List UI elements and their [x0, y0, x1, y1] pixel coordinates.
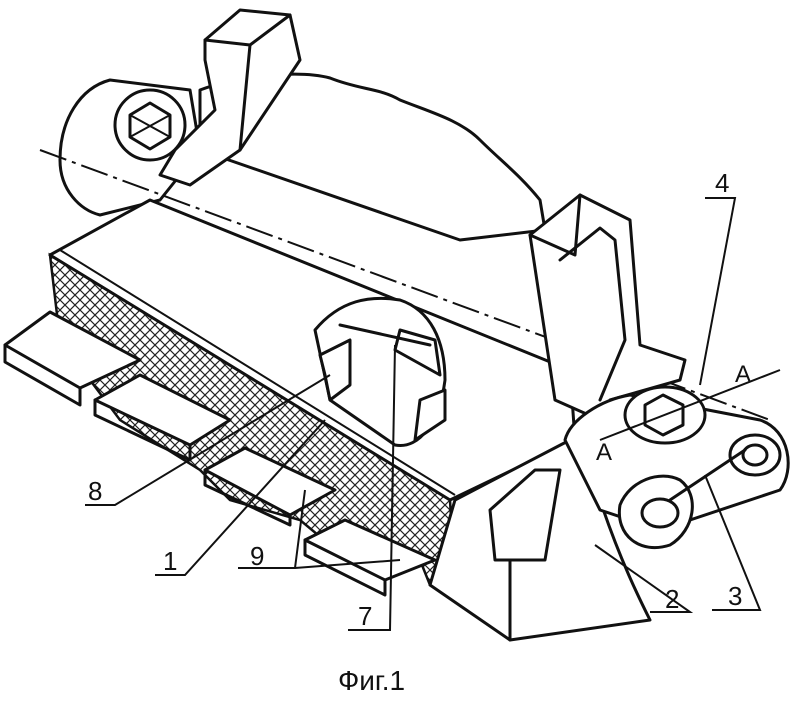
- label-9: 9: [250, 541, 264, 571]
- leader-lines: [85, 197, 762, 631]
- section-mark-left: A: [596, 439, 612, 466]
- section-mark-right: A: [735, 361, 751, 388]
- cutout-detail: [313, 296, 447, 448]
- label-4: 4: [715, 168, 729, 198]
- rear-bolt-housing: [58, 78, 202, 217]
- label-7: 7: [358, 601, 372, 631]
- label-2: 2: [665, 584, 679, 614]
- figure-caption: Фиг.1: [338, 665, 405, 696]
- front-link: [563, 369, 790, 550]
- rear-lug: [158, 8, 302, 187]
- front-lug: [528, 193, 687, 422]
- label-8: 8: [88, 476, 102, 506]
- label-1: 1: [163, 546, 177, 576]
- cleat-plates: [3, 310, 437, 597]
- label-3: 3: [728, 581, 742, 611]
